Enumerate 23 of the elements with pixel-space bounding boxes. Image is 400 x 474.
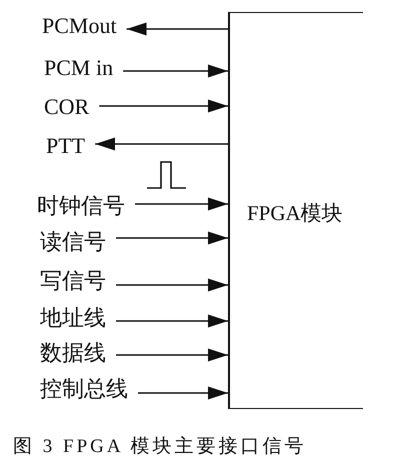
arrow: [126, 22, 228, 36]
arrow: [116, 278, 228, 292]
signal-label: 写信号: [40, 269, 106, 293]
signal-label: PCMout: [42, 14, 117, 38]
arrow: [116, 348, 228, 362]
signal-label: PTT: [46, 134, 86, 158]
signal-label: 地址线: [40, 306, 106, 330]
arrow: [99, 100, 228, 112]
signal-label: 数据线: [40, 341, 106, 365]
arrow: [116, 232, 228, 244]
arrow: [138, 386, 228, 400]
figure-caption: 图 3 FPGA 模块主要接口信号: [13, 435, 306, 459]
arrow: [135, 198, 228, 210]
arrow: [123, 64, 228, 78]
signal-label: PCM in: [44, 56, 114, 80]
signal-label: COR: [44, 95, 90, 119]
module-box: [228, 12, 363, 409]
signal-label: 时钟信号: [37, 194, 125, 218]
arrow: [95, 138, 228, 150]
arrow: [116, 314, 228, 328]
module-label: FPGA模块: [247, 201, 343, 225]
signal-label: 控制总线: [40, 377, 128, 401]
signal-label: 读信号: [40, 230, 106, 254]
